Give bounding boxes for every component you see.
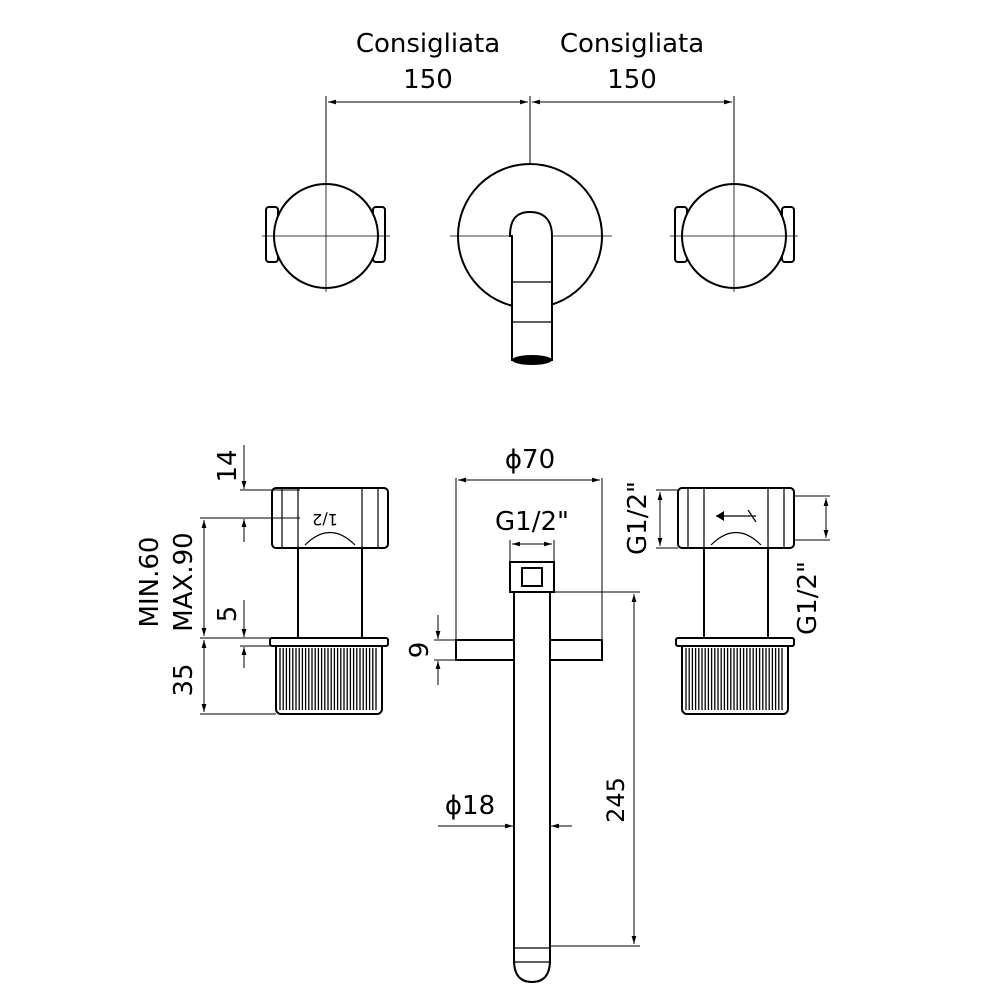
right-handle-knurl xyxy=(685,648,783,710)
left-spacing-caption: Consigliata xyxy=(356,29,500,59)
valve-cap-height-label: 14 xyxy=(213,449,243,482)
flow-arrow-icon xyxy=(716,509,757,523)
left-spacing-value: 150 xyxy=(403,65,453,95)
handle-height-label: 35 xyxy=(169,663,199,696)
spout-diameter-label: ϕ18 xyxy=(445,791,495,821)
right-inlet-top-label: G1/2" xyxy=(623,481,653,555)
spout-side: ϕ70 G1/2" 9 ϕ18 245 xyxy=(405,445,640,984)
plate-thickness-label: 9 xyxy=(405,642,435,659)
left-valve-marking: 1/2 xyxy=(312,510,338,529)
spout-length-label: 245 xyxy=(602,777,630,823)
top-view: Consigliata 150 Consigliata 150 xyxy=(262,29,798,365)
plate-diameter-label: ϕ70 xyxy=(505,445,555,475)
right-inlet-side-label: G1/2" xyxy=(793,561,823,635)
left-handle-knurl xyxy=(279,648,377,710)
spout-top xyxy=(450,163,612,365)
right-spacing-value: 150 xyxy=(607,65,657,95)
right-valve-dimensions xyxy=(656,489,830,549)
spout-connection-label: G1/2" xyxy=(495,507,569,537)
right-valve-side: G1/2" G1/2" xyxy=(623,481,830,715)
install-depth-max-label: MAX.90 xyxy=(169,532,199,631)
spout-dimensions xyxy=(434,477,640,947)
gap-label: 5 xyxy=(213,606,243,623)
left-valve-dimensions xyxy=(200,445,300,715)
install-depth-min-label: MIN.60 xyxy=(135,537,165,628)
left-valve-side: 1/2 14 MIN.60 MAX.90 5 35 xyxy=(135,445,389,715)
right-spacing-caption: Consigliata xyxy=(560,29,704,59)
left-knob-top xyxy=(262,180,390,292)
right-knob-top xyxy=(670,180,798,292)
